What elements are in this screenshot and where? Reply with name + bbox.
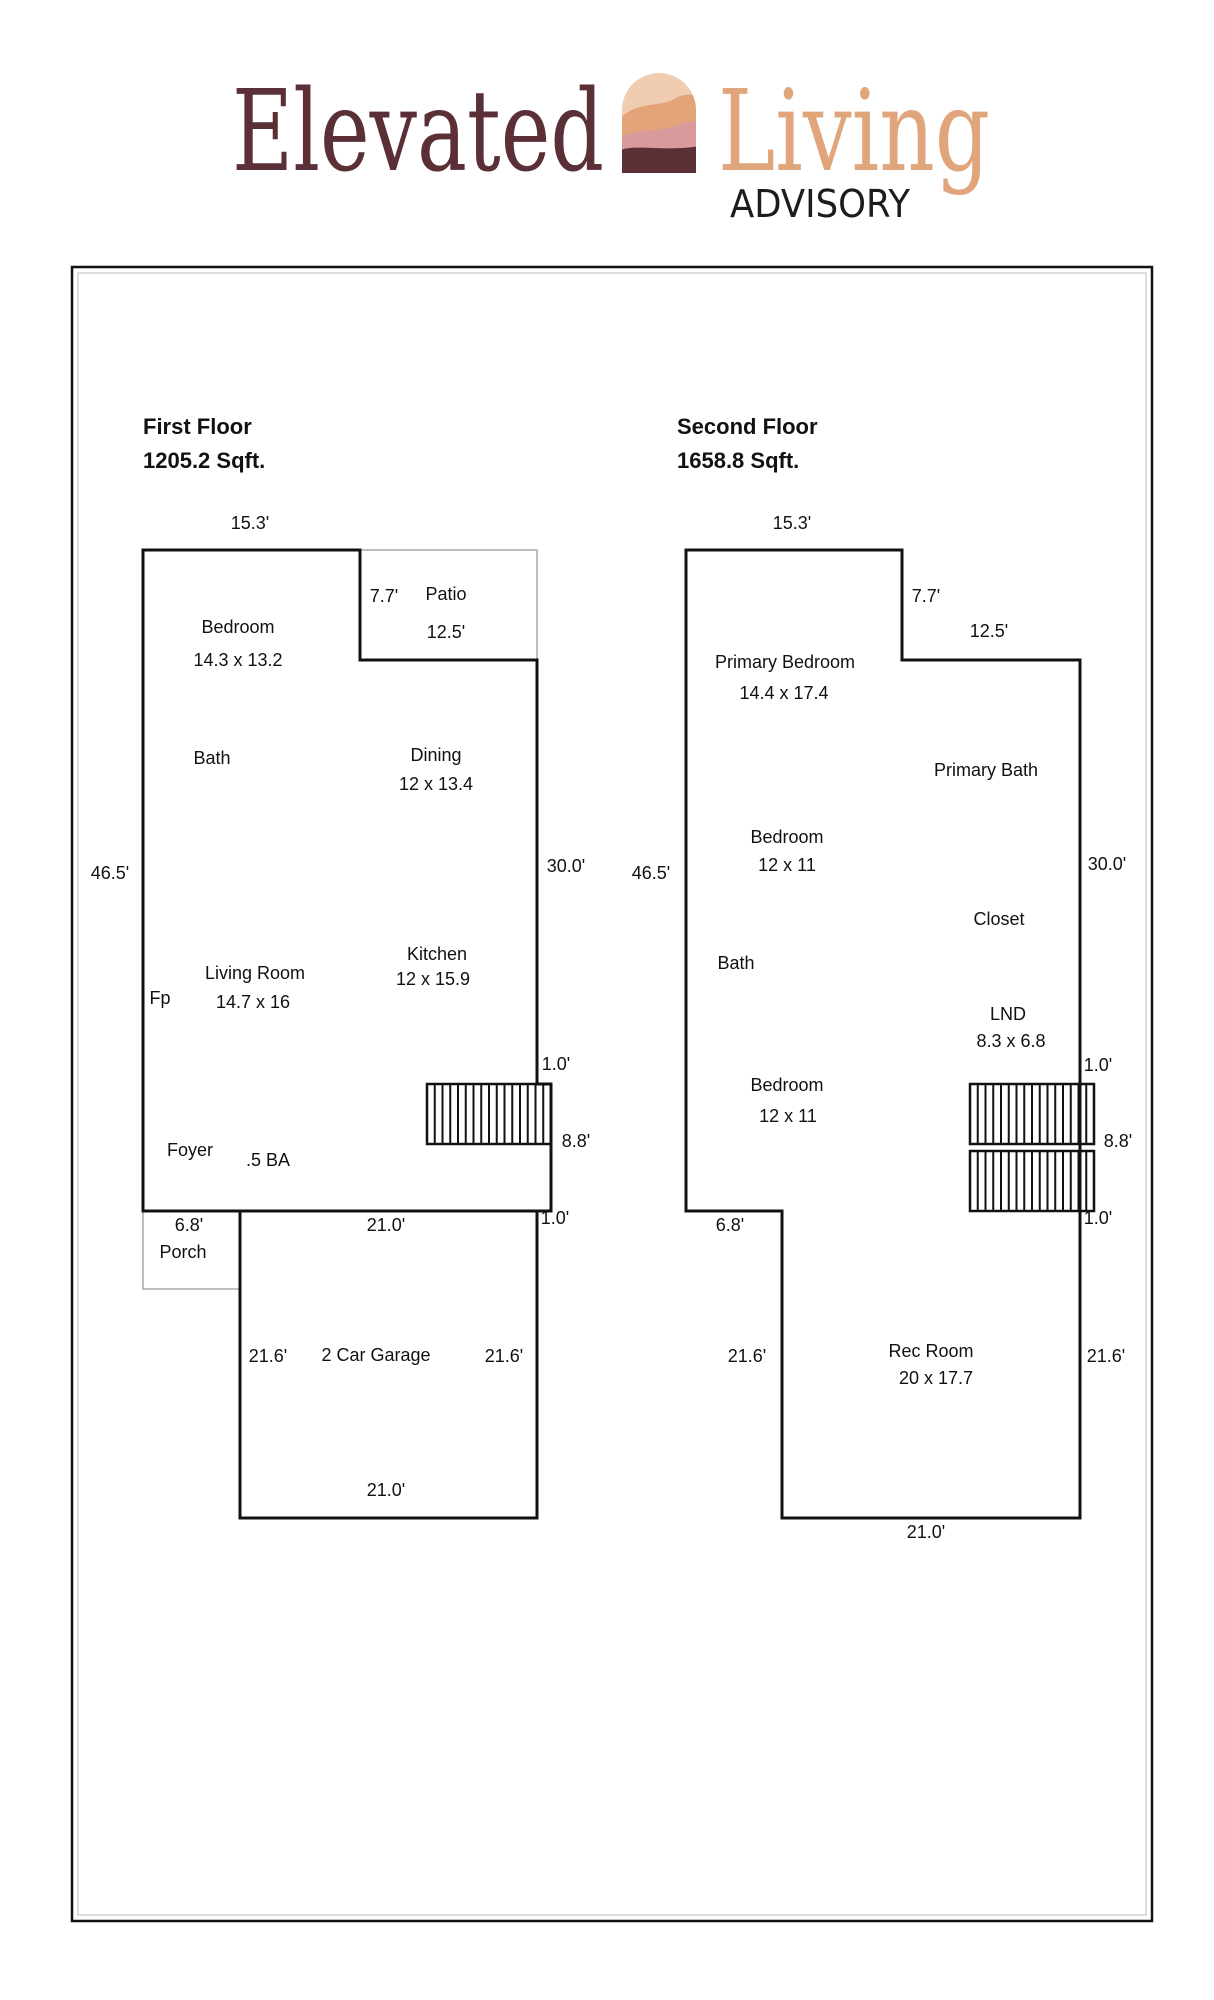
room-half-bath: .5 BA	[246, 1150, 290, 1170]
dim-porch-width: 6.8'	[175, 1215, 203, 1235]
room-bath: Bath	[193, 748, 230, 768]
room-kitchen-dims: 12 x 15.9	[396, 969, 470, 989]
room-bedroom-1: Bedroom	[750, 827, 823, 847]
second-floor-area: 1658.8 Sqft.	[677, 448, 799, 473]
dim2-bottom: 21.0'	[907, 1522, 945, 1542]
room-bedroom-1-dims: 12 x 11	[758, 855, 816, 875]
room-closet: Closet	[973, 909, 1024, 929]
room-dining-dims: 12 x 13.4	[399, 774, 473, 794]
dim2-stair-length: 8.8'	[1104, 1131, 1132, 1151]
dim2-notch-height: 7.7'	[912, 586, 940, 606]
room-living-dims: 14.7 x 16	[216, 992, 290, 1012]
first-floor-stairs	[425, 1082, 553, 1146]
room-kitchen: Kitchen	[407, 944, 467, 964]
patio-outline	[360, 549, 538, 660]
dim-stair-top: 1.0'	[542, 1054, 570, 1074]
dim2-stair-bottom: 1.0'	[1084, 1208, 1112, 1228]
room-bath-2: Bath	[717, 953, 754, 973]
room-dining: Dining	[410, 745, 461, 765]
porch-outline	[142, 1211, 240, 1290]
room-bedroom-dims: 14.3 x 13.2	[193, 650, 282, 670]
room-patio: Patio	[425, 584, 466, 604]
second-floor-title: Second Floor	[677, 414, 818, 439]
room-bedroom-2: Bedroom	[750, 1075, 823, 1095]
dim-garage-right: 21.6'	[485, 1346, 523, 1366]
room-bedroom: Bedroom	[201, 617, 274, 637]
second-floor-plan: Second Floor 1658.8 Sqft. Primary Bedroo…	[632, 414, 1132, 1542]
dim2-notch-width: 12.5'	[970, 621, 1008, 641]
dim2-rec-left: 21.6'	[728, 1346, 766, 1366]
dim-stair-length: 8.8'	[562, 1131, 590, 1151]
second-floor-walls	[684, 548, 1082, 1520]
room-rec-room: Rec Room	[888, 1341, 973, 1361]
room-laundry-dims: 8.3 x 6.8	[976, 1031, 1045, 1051]
mountain-arch-logo-icon	[622, 73, 696, 173]
dim2-right: 30.0'	[1088, 854, 1126, 874]
sheet-frame	[70, 265, 1154, 1923]
logo-tagline: ADVISORY	[730, 182, 911, 226]
dim-left: 46.5'	[91, 863, 129, 883]
dim-garage-left: 21.6'	[249, 1346, 287, 1366]
first-floor-plan: First Floor 1205.2 Sqft. Bedroom 14.3 x …	[91, 414, 590, 1520]
dim-garage-bottom: 21.0'	[367, 1480, 405, 1500]
room-primary-bedroom: Primary Bedroom	[715, 652, 855, 672]
room-primary-bath: Primary Bath	[934, 760, 1038, 780]
dim-notch-height: 7.7'	[370, 586, 398, 606]
first-floor-title: First Floor	[143, 414, 252, 439]
logo-word-living: Living	[718, 67, 990, 197]
dim-right: 30.0'	[547, 856, 585, 876]
dim-stair-bottom: 1.0'	[541, 1208, 569, 1228]
dim2-top: 15.3'	[773, 513, 811, 533]
dim-top: 15.3'	[231, 513, 269, 533]
room-foyer: Foyer	[167, 1140, 213, 1160]
sheet-inner-frame	[77, 272, 1147, 1916]
room-porch: Porch	[159, 1242, 206, 1262]
garage-walls	[238, 1211, 539, 1520]
brand-logo: Elevated Living ADVISORY	[232, 67, 990, 226]
dim-notch-width: 12.5'	[427, 622, 465, 642]
dim2-rec-right: 21.6'	[1087, 1346, 1125, 1366]
dim2-step-width: 6.8'	[716, 1215, 744, 1235]
room-fireplace: Fp	[149, 988, 170, 1008]
second-floor-stairs	[968, 1082, 1096, 1213]
room-rec-room-dims: 20 x 17.7	[899, 1368, 973, 1388]
room-living: Living Room	[205, 963, 305, 983]
room-primary-bedroom-dims: 14.4 x 17.4	[739, 683, 828, 703]
room-garage: 2 Car Garage	[321, 1345, 430, 1365]
first-floor-area: 1205.2 Sqft.	[143, 448, 265, 473]
dim2-stair-top: 1.0'	[1084, 1055, 1112, 1075]
dim-garage-top: 21.0'	[367, 1215, 405, 1235]
room-bedroom-2-dims: 12 x 11	[759, 1106, 817, 1126]
room-laundry: LND	[990, 1004, 1026, 1024]
dim2-left: 46.5'	[632, 863, 670, 883]
logo-word-elevated: Elevated	[232, 67, 604, 197]
